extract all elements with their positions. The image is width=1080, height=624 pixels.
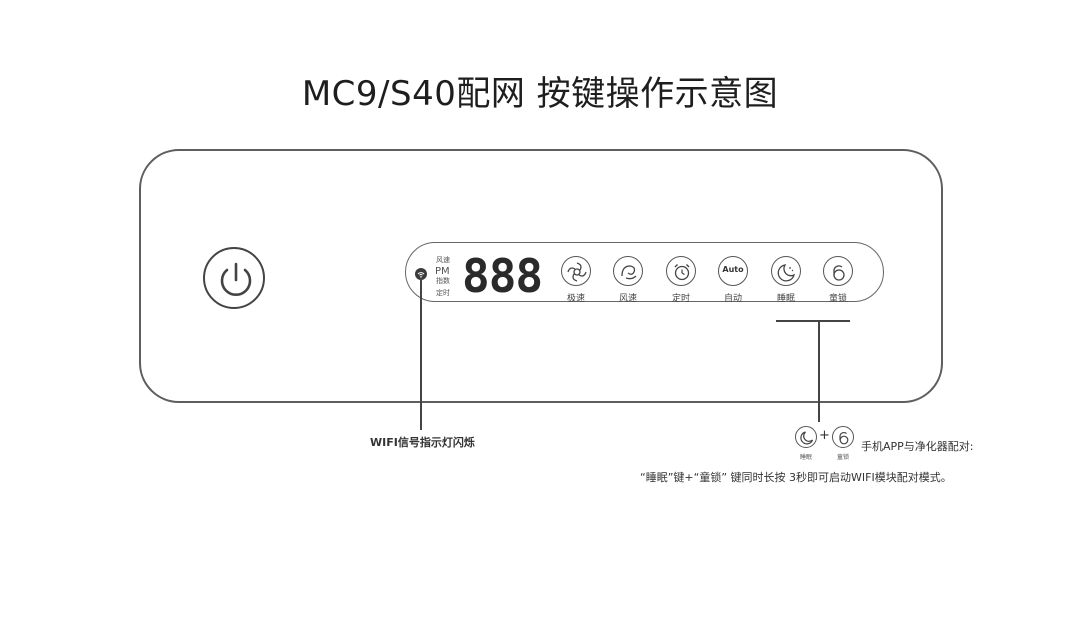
combo-plus: + [819,428,830,443]
timer-indicator-label: 定时 [436,289,450,297]
combo-lock-icon [839,431,849,445]
fan-speed-indicator-label: 风速 [436,256,450,264]
auto-button[interactable]: Auto [718,256,748,286]
combo-lock-label: 童锁 [836,454,849,461]
turbo-button[interactable] [561,256,591,286]
turbo-label: 极速 [566,294,585,304]
sleep-label: 睡眠 [776,294,795,304]
alarm-clock-icon [674,264,690,281]
wind-swirl-icon [621,265,637,280]
lock-icon [833,265,845,281]
auto-label: 自动 [723,294,742,304]
timer-button[interactable] [666,256,696,286]
combo-lock-button [832,426,854,448]
pairing-title: 手机APP与净化器配对: [861,440,974,453]
sleep-button[interactable] [771,256,801,286]
pairing-instruction: “睡眠”键+“童锁” 键同时长按 3秒即可启动WIFI模块配对模式。 [640,471,952,484]
combo-bracket-line [776,320,850,322]
page-title: MC9/S40配网 按键操作示意图 [301,74,779,114]
wifi-indicator-note: WIFI信号指示灯闪烁 [370,436,475,449]
pm-indicator-label: PM [435,266,450,277]
fan-speed-label: 风速 [618,294,637,304]
power-icon [220,262,252,297]
filter-indicator-label: 指数 [436,277,450,285]
segment-display: 888 [462,249,543,303]
purifier-front-outline [139,149,943,403]
combo-sleep-button [795,426,817,448]
moon-icon [777,264,796,282]
timer-label: 定时 [671,294,690,304]
control-panel [405,242,884,302]
wifi-indicator-icon [415,268,427,280]
child-lock-button[interactable] [823,256,853,286]
power-button[interactable] [203,247,265,309]
child-lock-label: 童锁 [828,294,847,304]
combo-leader-line [818,320,820,422]
wifi-leader-line [420,280,422,430]
combo-sleep-label: 睡眠 [799,454,812,461]
fan-speed-button[interactable] [613,256,643,286]
turbo-fan-icon [567,262,587,282]
auto-icon-text: Auto [722,265,744,274]
combo-moon-icon [800,431,814,445]
